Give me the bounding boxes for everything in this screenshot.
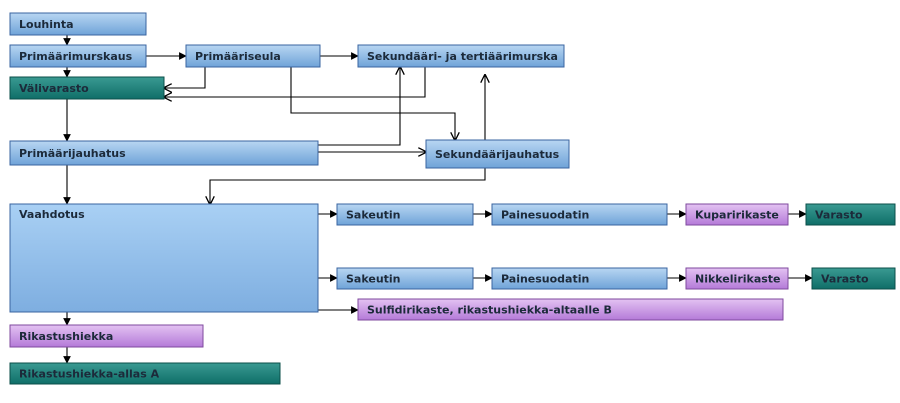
node-label: Painesuodatin <box>501 209 589 222</box>
node-label: Sekundääri- ja tertiäärimurska <box>367 50 558 63</box>
node-sakeutin-1: Sakeutin <box>336 203 474 226</box>
node-sakeutin-2: Sakeutin <box>336 267 474 290</box>
node-label: Louhinta <box>19 18 74 31</box>
node-label: Nikkelirikaste <box>695 273 781 286</box>
node-box <box>491 267 668 290</box>
node-box <box>9 203 319 313</box>
node-label: Sulfidirikaste, rikastushiekka-altaalle … <box>367 304 612 317</box>
edge-primaarijauhatus-sekundaari-murska <box>318 67 400 146</box>
node-louhinta: Louhinta <box>9 12 147 36</box>
node-primaarimurskaus: Primäärimurskaus <box>9 44 147 68</box>
node-label: Vaahdotus <box>19 208 85 221</box>
node-primaarijauhatus: Primäärijauhatus <box>9 140 319 166</box>
node-label: Primäärijauhatus <box>19 147 126 160</box>
node-label: Varasto <box>821 273 869 286</box>
node-box <box>357 298 784 321</box>
edge-sekundaari-murska-valivarasto <box>164 67 426 97</box>
node-label: Primääriseula <box>195 50 281 63</box>
node-sulfidirikaste: Sulfidirikaste, rikastushiekka-altaalle … <box>357 298 784 321</box>
node-label: Primäärimurskaus <box>19 50 133 63</box>
node-label: Rikastushiekka-allas A <box>19 368 160 381</box>
node-label: Välivarasto <box>19 82 89 95</box>
node-label: Rikastushiekka <box>19 330 113 343</box>
edge-primaariseula-sekundaarijauhatus <box>290 67 455 140</box>
node-label: Sekundäärijauhatus <box>435 148 560 161</box>
node-label: Painesuodatin <box>501 273 589 286</box>
node-rikastushiekka: Rikastushiekka <box>9 324 204 348</box>
node-box <box>9 324 204 348</box>
node-box <box>685 267 789 290</box>
node-label: Sakeutin <box>346 273 401 286</box>
node-vaahdotus: Vaahdotus <box>9 203 319 313</box>
node-varasto-1: Varasto <box>805 203 896 226</box>
node-box <box>491 203 668 226</box>
node-box <box>425 139 570 169</box>
node-box <box>9 76 165 100</box>
node-label: Sakeutin <box>346 209 401 222</box>
edge-sekundaarijauhatus-vaahdotus <box>210 168 486 204</box>
node-label: Varasto <box>815 209 863 222</box>
node-kuparirikaste: Kuparirikaste <box>685 203 789 226</box>
node-sekundaari-murska: Sekundääri- ja tertiäärimurska <box>357 44 565 68</box>
node-rikastushiekka-allas: Rikastushiekka-allas A <box>9 362 281 385</box>
edge-primaariseula-valivarasto <box>164 67 206 88</box>
node-box <box>685 203 789 226</box>
node-box <box>811 267 896 290</box>
node-sekundaarijauhatus: Sekundäärijauhatus <box>425 139 570 169</box>
node-primaariseula: Primääriseula <box>185 44 321 68</box>
node-box <box>336 267 474 290</box>
node-box <box>336 203 474 226</box>
node-label: Kuparirikaste <box>695 209 779 222</box>
node-painesuodatin-2: Painesuodatin <box>491 267 668 290</box>
node-nikkelirikaste: Nikkelirikaste <box>685 267 789 290</box>
node-box <box>9 12 147 36</box>
node-box <box>9 44 147 68</box>
node-painesuodatin-1: Painesuodatin <box>491 203 668 226</box>
connectors <box>63 35 813 364</box>
node-valivarasto: Välivarasto <box>9 76 165 100</box>
node-box <box>185 44 321 68</box>
node-box <box>357 44 565 68</box>
node-varasto-2: Varasto <box>811 267 896 290</box>
node-box <box>805 203 896 226</box>
node-box <box>9 362 281 385</box>
node-box <box>9 140 319 166</box>
